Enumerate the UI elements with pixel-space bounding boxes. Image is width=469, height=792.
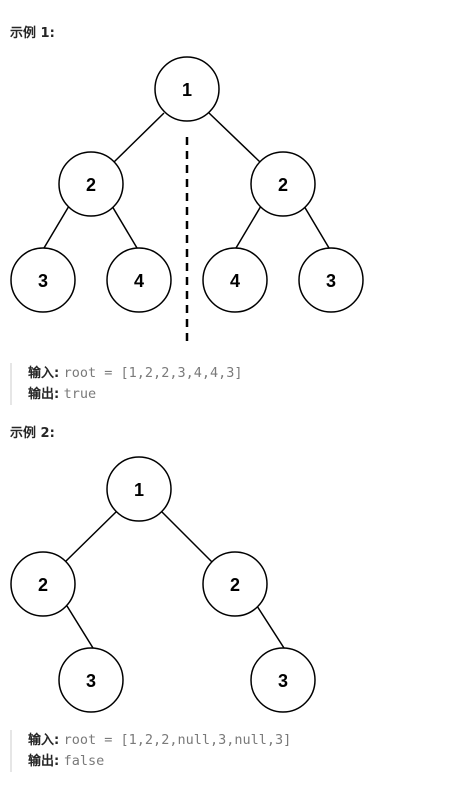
- input-label: 输入:: [28, 733, 60, 748]
- node-circle: [202, 551, 268, 617]
- output-line: 输出: true: [28, 384, 242, 405]
- input-value: root = [1,2,2,null,3,null,3]: [63, 732, 292, 748]
- node-label: 1: [182, 80, 192, 100]
- edge-2-3-left: [66, 605, 94, 649]
- node-circle: [154, 56, 220, 122]
- node-label: 1: [134, 480, 144, 500]
- output-value: false: [63, 753, 105, 769]
- node-circle: [298, 247, 364, 313]
- node-circle: [10, 551, 76, 617]
- node-label: 3: [86, 671, 96, 691]
- node-label: 3: [326, 271, 336, 291]
- node-circle: [202, 247, 268, 313]
- node-circle: [106, 247, 172, 313]
- example-1-heading: 示例 1:: [10, 26, 55, 41]
- input-line: 输入: root = [1,2,2,null,3,null,3]: [28, 730, 291, 751]
- node-label: 2: [38, 575, 48, 595]
- example-2-io-block: 输入: root = [1,2,2,null,3,null,3] 输出: fal…: [10, 730, 291, 772]
- input-label: 输入:: [28, 366, 60, 381]
- node-label: 2: [230, 575, 240, 595]
- node-label: 3: [38, 271, 48, 291]
- example-2-tree-diagram: 1 2 2 3 3: [10, 456, 316, 713]
- example-1-io-block: 输入: root = [1,2,2,3,4,4,3] 输出: true: [10, 363, 242, 405]
- edge-1-2-left: [64, 510, 118, 563]
- node-circle: [58, 151, 124, 217]
- edge-1-2-right: [208, 112, 261, 163]
- node-label: 4: [134, 271, 144, 291]
- output-label: 输出:: [28, 387, 60, 402]
- edge-2-4-right: [235, 205, 262, 249]
- example-2-heading: 示例 2:: [10, 426, 55, 441]
- node-circle: [106, 456, 172, 522]
- output-value: true: [63, 386, 97, 402]
- edge-1-2-left: [113, 112, 165, 163]
- node-label: 2: [86, 175, 96, 195]
- node-label: 4: [230, 271, 240, 291]
- node-label: 2: [278, 175, 288, 195]
- edge-2-3-right: [303, 205, 330, 249]
- node-circle: [58, 647, 124, 713]
- example-1-tree-diagram: 1 2 2 3 4 4 3: [10, 56, 364, 345]
- node-circle: [10, 247, 76, 313]
- node-label: 3: [278, 671, 288, 691]
- output-line: 输出: false: [28, 751, 291, 772]
- node-circle: [250, 647, 316, 713]
- edge-1-2-right: [160, 510, 213, 563]
- input-value: root = [1,2,2,3,4,4,3]: [63, 365, 243, 381]
- node-circle: [250, 151, 316, 217]
- edge-2-3-right: [256, 605, 285, 649]
- edge-2-3-left: [43, 205, 70, 249]
- edge-2-4-left: [111, 205, 138, 249]
- output-label: 输出:: [28, 754, 60, 769]
- input-line: 输入: root = [1,2,2,3,4,4,3]: [28, 363, 242, 384]
